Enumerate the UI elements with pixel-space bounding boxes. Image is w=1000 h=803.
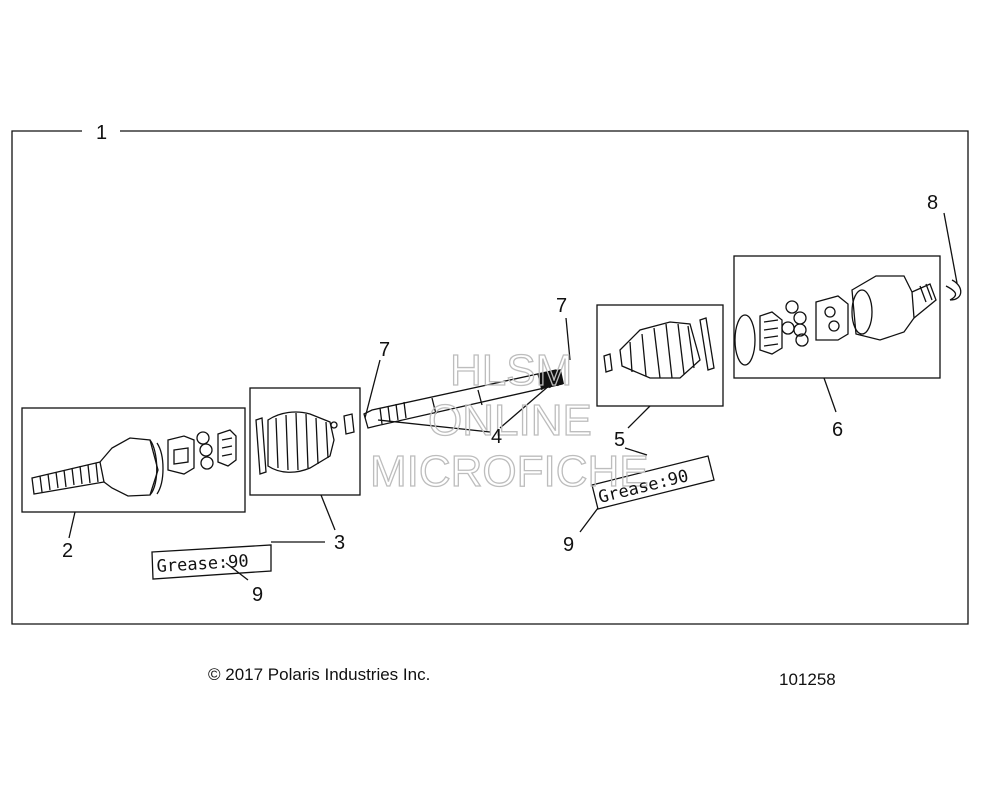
callout-2: 2 xyxy=(62,540,73,562)
callout-9-left: 9 xyxy=(252,584,263,606)
leader-lines xyxy=(68,212,958,581)
callout-3: 3 xyxy=(334,532,345,554)
callout-7-right: 7 xyxy=(556,295,567,317)
outer-cv-joint-drawing xyxy=(31,429,237,497)
watermark-line2: ONLINE xyxy=(428,396,592,445)
outer-boot-kit-drawing xyxy=(255,411,355,475)
grease-label-left-box xyxy=(151,544,272,580)
inner-boot-kit-box xyxy=(596,304,724,407)
watermark-line3: MICROFICHE xyxy=(370,447,649,496)
inner-boot-kit-drawing xyxy=(603,317,715,379)
copyright-notice: © 2017 Polaris Industries Inc. xyxy=(208,665,431,684)
callout-7-left: 7 xyxy=(379,339,390,361)
inner-cv-joint-drawing xyxy=(734,275,937,366)
callout-5: 5 xyxy=(614,429,625,451)
circlip-drawing xyxy=(945,279,962,301)
callout-6: 6 xyxy=(832,419,843,441)
callout-8: 8 xyxy=(927,192,938,214)
callout-1: 1 xyxy=(96,122,107,144)
assembly-frame xyxy=(11,130,969,625)
figure-number: 101258 xyxy=(779,670,836,689)
inner-cv-joint-box xyxy=(733,255,941,379)
drive-shaft-drawing xyxy=(363,369,564,429)
watermark-line1: HLSM xyxy=(450,346,572,395)
callout-9-right: 9 xyxy=(563,534,574,556)
grease-label-right-box xyxy=(591,455,715,510)
callout-4: 4 xyxy=(491,426,502,448)
outer-boot-kit-box xyxy=(249,387,361,496)
outer-cv-joint-box xyxy=(21,407,246,513)
